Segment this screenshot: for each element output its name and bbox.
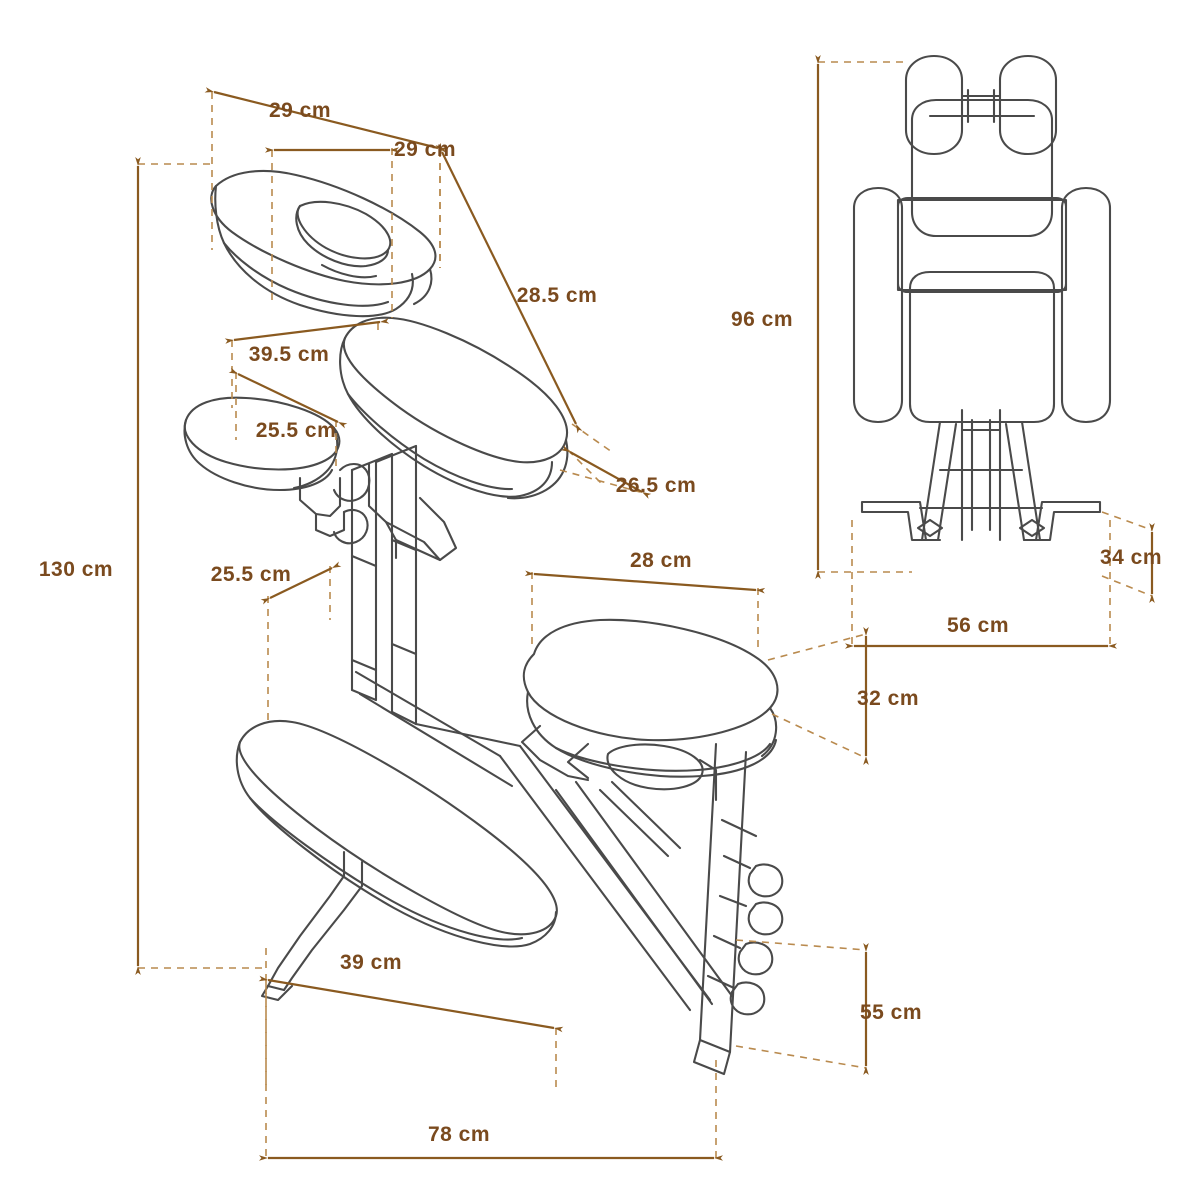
dimension-label-34: 34 cm [1099,546,1163,569]
dimension-label-39: 39 cm [339,951,403,974]
dimension-label-55: 55 cm [859,1001,923,1024]
dimension-label-25-5-lower: 25.5 cm [210,563,292,586]
dimension-label-130: 130 cm [38,558,114,581]
dimension-label-28-5: 28.5 cm [516,284,598,307]
dimension-label-26-5: 26.5 cm [615,474,697,497]
dimension-label-32: 32 cm [856,687,920,710]
dimension-label-25-5-upper: 25.5 cm [255,419,337,442]
dimension-label-29-second: 29 cm [393,138,457,161]
dimension-label-56: 56 cm [946,614,1010,637]
dimension-label-96: 96 cm [730,308,794,331]
dimension-label-28-seat: 28 cm [629,549,693,572]
dimension-label-78: 78 cm [427,1123,491,1146]
dimension-label-39-5: 39.5 cm [248,343,330,366]
dimension-label-29-top: 29 cm [268,99,332,122]
front-view-chair [852,54,1112,542]
